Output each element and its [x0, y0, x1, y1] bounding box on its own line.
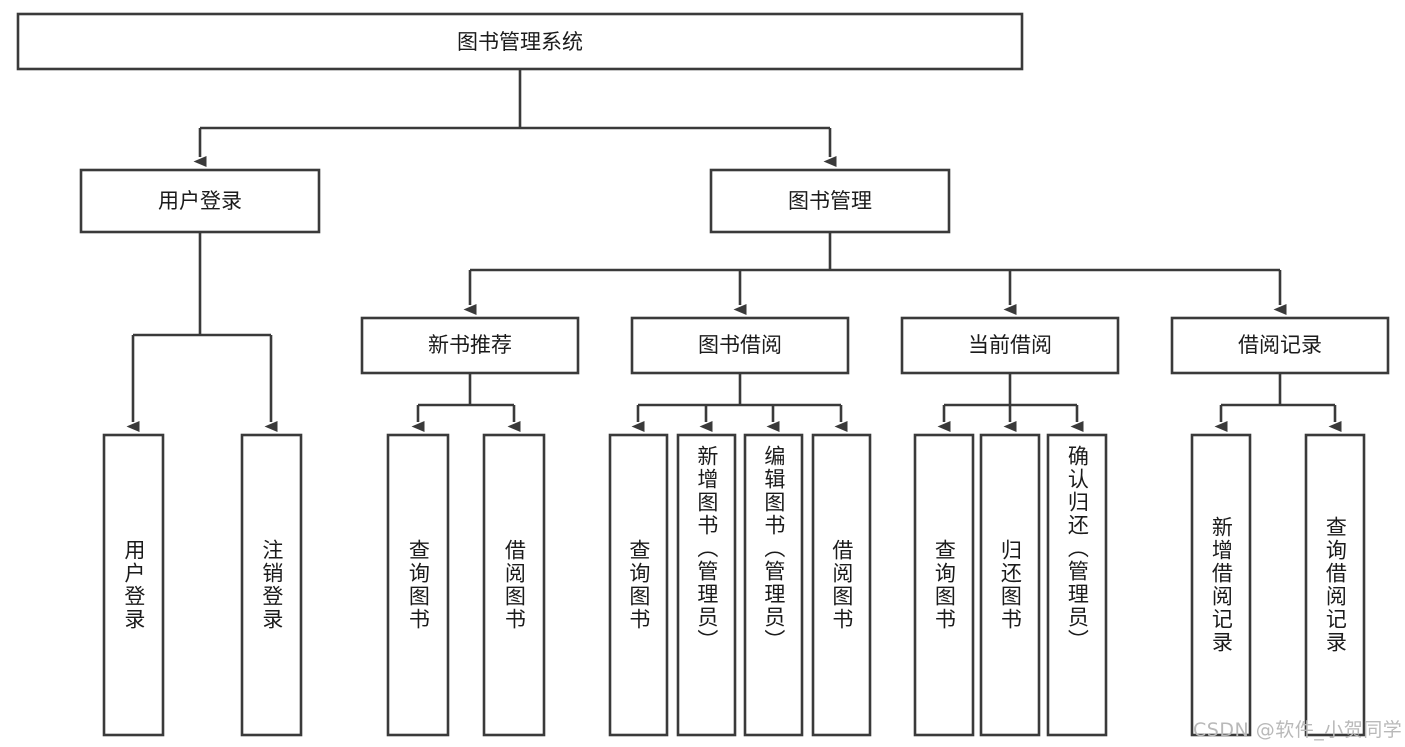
- node-user-login-label: 用户登录: [158, 189, 242, 213]
- leaf-add-book-admin-label: 新增图书（管理员）: [694, 445, 719, 652]
- node-book-borrow-label: 图书借阅: [698, 333, 782, 357]
- leaf-borrow-book-bb-label: 借阅图书: [829, 539, 854, 631]
- leaf-box-add-borrow-record[interactable]: [1190, 433, 1252, 737]
- connector-current-borrow-to-leaves: [937, 373, 1084, 432]
- leaf-logout[interactable]: 注销登录: [242, 435, 301, 735]
- leaf-return-book-label: 归还图书: [998, 539, 1023, 631]
- leaf-box-borrow-book-nbr[interactable]: [482, 433, 546, 737]
- node-new-book-recommend[interactable]: 新书推荐: [360, 316, 580, 375]
- node-borrow-records-box[interactable]: [1170, 316, 1390, 375]
- node-book-management-label: 图书管理: [788, 189, 872, 213]
- leaf-box-user-login[interactable]: [102, 433, 165, 737]
- leaf-query-book-cb[interactable]: 查询图书: [915, 435, 973, 735]
- leaf-box-edit-book-admin[interactable]: [743, 433, 804, 737]
- leaf-box-logout[interactable]: [240, 433, 303, 737]
- connector-new-book-recommend-to-leaves: [411, 373, 521, 432]
- leaf-query-borrow-record[interactable]: 查询借阅记录: [1306, 435, 1364, 735]
- leaf-box-query-borrow-record[interactable]: [1304, 433, 1366, 737]
- leaf-query-book-bb-label: 查询图书: [626, 539, 651, 631]
- leaf-boxes: [102, 433, 1366, 737]
- node-borrow-records-label: 借阅记录: [1238, 333, 1322, 357]
- leaf-add-borrow-record-label: 新增借阅记录: [1209, 516, 1234, 654]
- leaf-query-borrow-record-label: 查询借阅记录: [1323, 516, 1348, 654]
- connector-book-borrow-to-leaves: [631, 373, 848, 432]
- node-root-box[interactable]: [16, 12, 1024, 71]
- connector-user-login-to-leaves: [126, 232, 278, 432]
- node-root-label: 图书管理系统: [457, 30, 583, 54]
- leaf-edit-book-admin-label: 编辑图书（管理员）: [761, 445, 786, 652]
- connector-book-mgmt-to-level2: [463, 232, 1287, 315]
- node-root[interactable]: 图书管理系统: [16, 12, 1024, 71]
- leaf-query-book-nbr[interactable]: 查询图书: [388, 435, 448, 735]
- leaf-box-return-book[interactable]: [979, 433, 1041, 737]
- leaf-query-book-cb-label: 查询图书: [932, 539, 957, 631]
- leaf-box-borrow-book-bb[interactable]: [811, 433, 872, 737]
- leaf-user-login-label: 用户登录: [121, 539, 146, 631]
- node-book-management[interactable]: 图书管理: [709, 168, 951, 234]
- node-current-borrow[interactable]: 当前借阅: [900, 316, 1120, 375]
- leaf-box-confirm-return[interactable]: [1046, 433, 1108, 737]
- leaf-query-book-nbr-label: 查询图书: [406, 539, 431, 631]
- node-borrow-records[interactable]: 借阅记录: [1170, 316, 1390, 375]
- connector-borrow-records-to-leaves: [1214, 373, 1342, 432]
- leaf-edit-book-admin[interactable]: 编辑图书（管理员）: [745, 435, 802, 735]
- node-new-book-recommend-label: 新书推荐: [428, 333, 512, 357]
- leaf-logout-label: 注销登录: [259, 539, 284, 631]
- leaf-box-query-book-cb[interactable]: [913, 433, 975, 737]
- node-book-borrow[interactable]: 图书借阅: [630, 316, 850, 375]
- connector-root-to-level1: [193, 69, 837, 167]
- node-book-borrow-box[interactable]: [630, 316, 850, 375]
- leaf-box-query-book-bb[interactable]: [608, 433, 669, 737]
- node-current-borrow-label: 当前借阅: [968, 333, 1052, 357]
- leaf-return-book[interactable]: 归还图书: [981, 435, 1039, 735]
- leaf-add-borrow-record[interactable]: 新增借阅记录: [1192, 435, 1250, 735]
- node-user-login[interactable]: 用户登录: [79, 168, 321, 234]
- node-user-login-box[interactable]: [79, 168, 321, 234]
- node-current-borrow-box[interactable]: [900, 316, 1120, 375]
- leaf-borrow-book-nbr-label: 借阅图书: [502, 539, 527, 631]
- leaf-confirm-return[interactable]: 确认归还（管理员）: [1048, 435, 1106, 735]
- leaf-user-login[interactable]: 用户登录: [104, 435, 163, 735]
- leaf-query-book-bb[interactable]: 查询图书: [610, 435, 667, 735]
- leaf-borrow-book-nbr[interactable]: 借阅图书: [484, 435, 544, 735]
- leaf-box-add-book-admin[interactable]: [676, 433, 737, 737]
- watermark: CSDN @软件_小贺同学: [1193, 719, 1403, 741]
- node-new-book-recommend-box[interactable]: [360, 316, 580, 375]
- leaf-confirm-return-label: 确认归还（管理员）: [1065, 445, 1090, 652]
- leaf-add-book-admin[interactable]: 新增图书（管理员）: [678, 435, 735, 735]
- leaf-borrow-book-bb[interactable]: 借阅图书: [813, 435, 870, 735]
- leaf-box-query-book-nbr[interactable]: [386, 433, 450, 737]
